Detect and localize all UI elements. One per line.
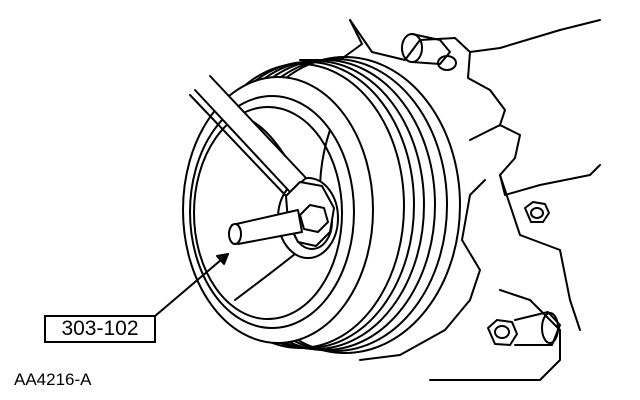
engine-front-cover	[299, 19, 601, 381]
callout-leader-arrow	[147, 253, 229, 323]
tool-number-callout: 303-102	[44, 315, 156, 343]
pulley-holding-tool	[189, 75, 335, 247]
lower-bolt	[487, 311, 561, 346]
figure-id-label: AA4216-A	[14, 370, 92, 389]
upper-bolt	[401, 33, 457, 71]
right-bolt	[524, 201, 550, 223]
